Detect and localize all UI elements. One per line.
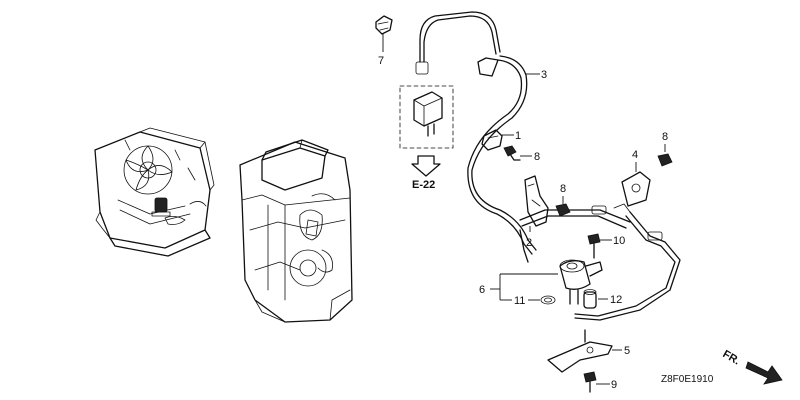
- direction-label: FR.: [721, 348, 742, 367]
- callout-8c: 8: [662, 131, 668, 143]
- callout-12: 12: [610, 294, 622, 306]
- callout-1: 1: [515, 130, 521, 142]
- part-8-bolt-right: 8: [657, 131, 673, 167]
- sensor-wire: [574, 205, 681, 321]
- direction-arrow-icon: [745, 361, 783, 385]
- part-10-bolt: 10: [587, 233, 625, 259]
- callout-10: 10: [613, 235, 625, 247]
- part-1-clip: 1: [481, 129, 521, 151]
- part-3-wire-harness: 3: [415, 11, 631, 263]
- callout-11: 11: [514, 295, 525, 307]
- callout-7: 7: [378, 55, 384, 67]
- callout-9: 9: [611, 379, 617, 391]
- part-2-bracket: 2: [524, 175, 549, 249]
- part-11-o-ring: 11: [514, 295, 556, 307]
- part-7-clip: 7: [375, 15, 393, 67]
- engine-block-middle: [239, 139, 353, 323]
- callout-3: 3: [541, 69, 547, 81]
- part-8-bolt-middle: 8: [555, 183, 571, 217]
- part-6-solenoid: 6: [479, 259, 603, 305]
- front-direction-indicator: FR.: [721, 348, 783, 385]
- callout-4: 4: [632, 149, 638, 161]
- callout-5: 5: [624, 345, 630, 357]
- callout-8a: 8: [534, 151, 540, 163]
- engine-block-left: [94, 127, 215, 257]
- reference-box: E-22: [399, 85, 454, 191]
- reference-label: E-22: [412, 179, 435, 191]
- part-4-sensor: 4: [613, 149, 651, 213]
- part-9-bolt: 9: [583, 371, 617, 393]
- diagram-code: Z8F0E1910: [661, 374, 714, 385]
- part-12-collar: 12: [583, 289, 622, 309]
- part-5-bracket: 5: [547, 329, 630, 373]
- callout-8b: 8: [560, 183, 566, 195]
- callout-6: 6: [479, 284, 485, 296]
- down-arrow-icon: [411, 155, 441, 177]
- part-8-bolt-left: 8: [503, 145, 540, 163]
- callout-2: 2: [526, 237, 532, 249]
